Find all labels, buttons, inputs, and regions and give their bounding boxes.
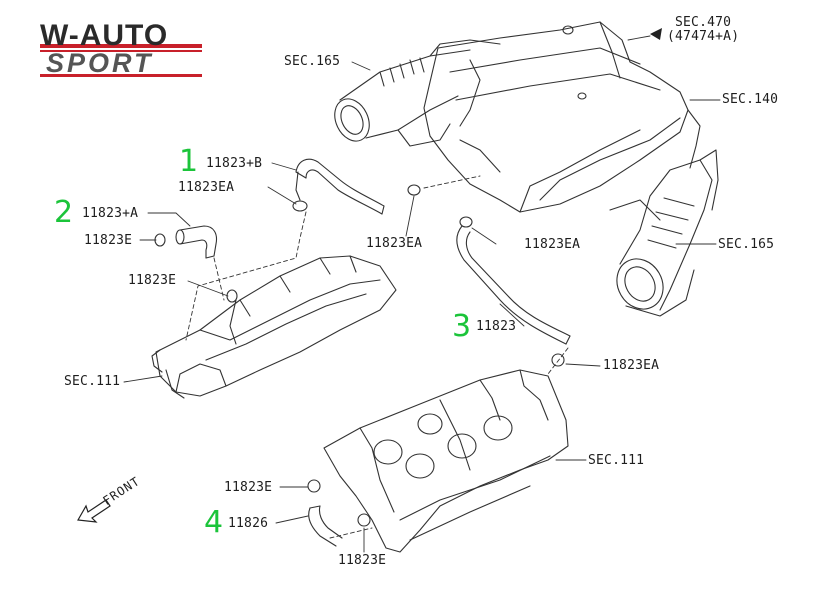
label-11823: 11823 — [476, 319, 517, 334]
intake-plenum — [423, 21, 701, 213]
hose-11823A — [175, 225, 218, 259]
clamp-11823EA-2 — [407, 184, 421, 196]
dashed-guides — [185, 175, 569, 539]
clamp-11823E-4 — [357, 513, 371, 527]
callout-2: 2 — [54, 195, 74, 230]
logo-line1: W-AUTO — [40, 19, 169, 52]
label-sec140: SEC.140 — [722, 92, 779, 107]
hose-11823B — [295, 158, 385, 215]
leader-lines — [123, 35, 721, 553]
clamp-11823EA-1 — [292, 200, 308, 212]
label-sec165-top: SEC.165 — [284, 54, 341, 69]
label-sec470-ref: (47474+A) — [667, 29, 740, 44]
logo-line2: SPORT — [46, 48, 154, 78]
label-11823E-2: 11823E — [128, 273, 177, 288]
label-11823EA-3: 11823EA — [524, 237, 581, 252]
label-11823B: 11823+B — [206, 156, 263, 171]
air-duct-left — [334, 39, 501, 147]
clamp-11823E-1 — [154, 233, 166, 247]
sec470-arrow — [650, 28, 662, 40]
callout-1: 1 — [179, 144, 199, 179]
hose-11826 — [308, 505, 343, 547]
callout-3: 3 — [452, 309, 472, 344]
front-arrow — [77, 499, 111, 523]
clamp-11823E-2 — [226, 289, 238, 303]
valve-cover-left — [151, 255, 397, 399]
clamp-11823EA-4 — [551, 353, 565, 367]
air-duct-right — [609, 149, 719, 317]
label-sec111-left: SEC.111 — [64, 374, 121, 389]
intake-manifold-lower — [323, 369, 569, 553]
label-11823EA-4: 11823EA — [603, 358, 660, 373]
label-11823A: 11823+A — [82, 206, 139, 221]
hose-11823 — [456, 225, 571, 345]
label-11823E-1: 11823E — [84, 233, 133, 248]
clamp-11823EA-3 — [459, 216, 473, 228]
label-sec111-right: SEC.111 — [588, 453, 645, 468]
clamp-11823E-3 — [307, 479, 321, 493]
callout-4: 4 — [204, 505, 224, 540]
label-11823E-4: 11823E — [338, 553, 387, 568]
label-11823EA-2: 11823EA — [366, 236, 423, 251]
label-11823E-3: 11823E — [224, 480, 273, 495]
label-11823EA-1: 11823EA — [178, 180, 235, 195]
label-11826: 11826 — [228, 516, 269, 531]
logo-graphic — [40, 44, 202, 77]
label-sec470: SEC.470 — [675, 15, 732, 30]
label-sec165-right: SEC.165 — [718, 237, 775, 252]
